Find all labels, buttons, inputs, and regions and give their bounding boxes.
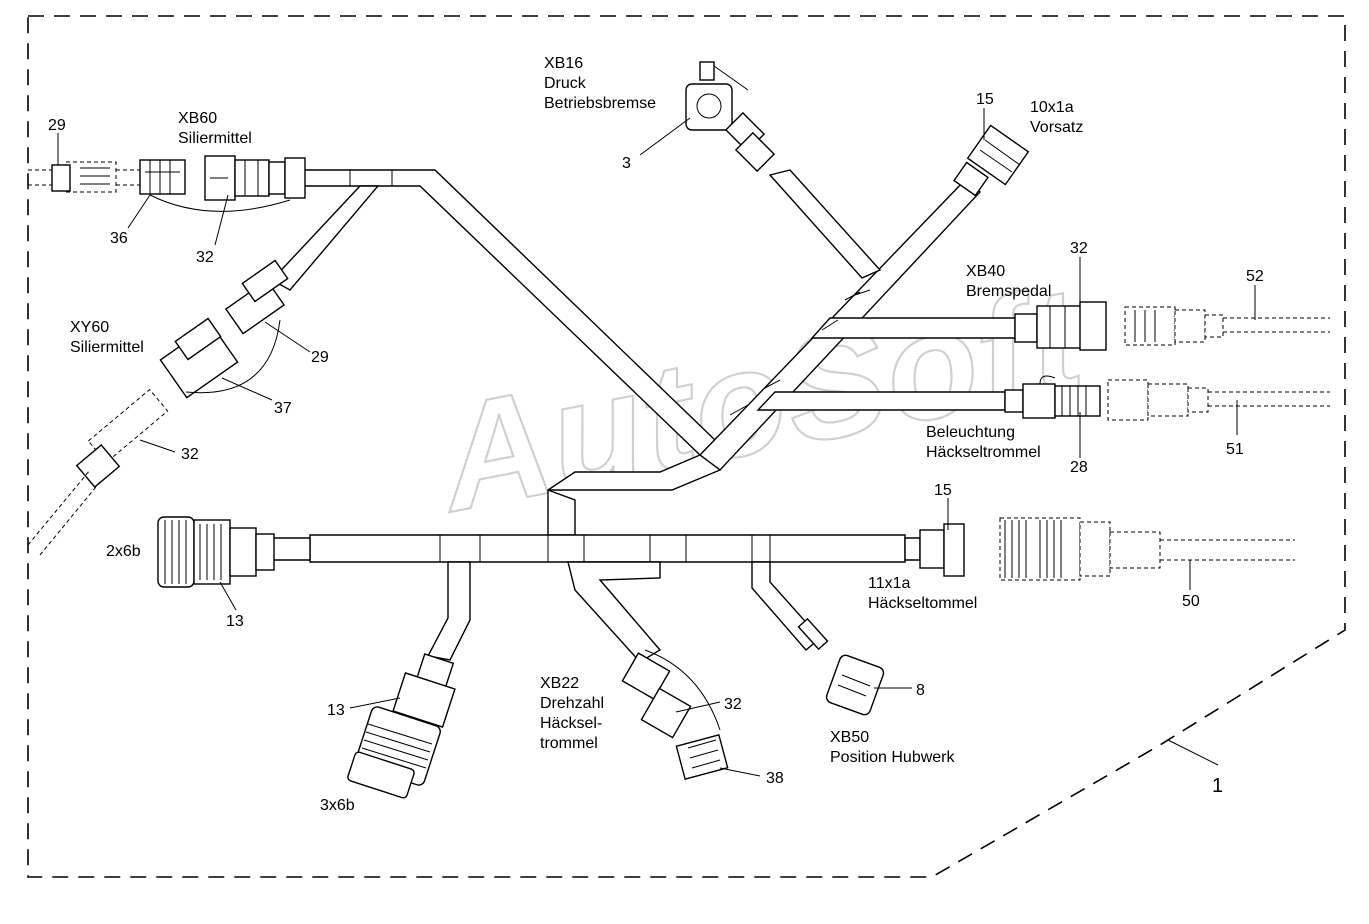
- label-xy60-line2: Siliermittel: [70, 339, 144, 356]
- connector-xb60-mate: [28, 159, 186, 195]
- label-xb22-line1: XB22: [540, 675, 579, 692]
- label-11x1a-line2: Häckseltommel: [868, 595, 977, 612]
- connector-xy60: [27, 259, 289, 556]
- callout-15b: 15: [934, 482, 952, 499]
- label-beleuchtung-line1: Beleuchtung: [926, 424, 1015, 441]
- label-xb50-line1: XB50: [830, 729, 869, 746]
- harness-trunk: [270, 169, 1016, 663]
- connector-xb60: [149, 155, 306, 212]
- label-xb16-line3: Betriebsbremse: [544, 95, 656, 112]
- label-xb60-line2: Siliermittel: [178, 130, 252, 147]
- callout-38: 38: [766, 770, 784, 787]
- connector-11x1a: [919, 517, 1295, 581]
- label-beleuchtung-line2: Häckseltrommel: [926, 444, 1041, 461]
- connector-10x1a: [953, 124, 1030, 197]
- callout-13b: 13: [327, 702, 345, 719]
- callout-29a: 29: [48, 117, 66, 134]
- callout-32a: 32: [196, 249, 214, 266]
- connector-xb16: [685, 61, 776, 173]
- leader-lines: [57, 108, 1256, 777]
- connector-2x6b: [157, 516, 275, 588]
- label-xb22-line4: trommel: [540, 735, 598, 752]
- label-11x1a-line1: 11x1a: [868, 575, 911, 592]
- connector-beleuchtung: [1004, 375, 1330, 421]
- callout-3: 3: [622, 155, 631, 172]
- callout-37: 37: [274, 400, 292, 417]
- connector-xb50: [797, 617, 885, 716]
- label-10x1a-line2: Vorsatz: [1030, 119, 1083, 136]
- label-xb50-line2: Position Hubwerk: [830, 749, 956, 766]
- callout-32c: 32: [181, 446, 199, 463]
- callout-8: 8: [916, 682, 925, 699]
- callout-51: 51: [1226, 441, 1244, 458]
- label-xb40-line1: XB40: [966, 263, 1005, 280]
- callout-29b: 29: [311, 349, 329, 366]
- connector-labels: XB16 Druck Betriebsbremse XB60 Siliermit…: [70, 55, 1083, 814]
- callout-assembly: 1: [1212, 775, 1223, 797]
- callout-50: 50: [1182, 593, 1200, 610]
- label-xb22-line2: Drehzahl: [540, 695, 604, 712]
- connector-xb40: [1014, 301, 1330, 351]
- callout-28: 28: [1070, 459, 1088, 476]
- callout-36: 36: [110, 230, 128, 247]
- connector-xb22: [621, 649, 729, 780]
- label-xb40-line2: Bremspedal: [966, 283, 1051, 300]
- label-xb16-line2: Druck: [544, 75, 587, 92]
- callout-13a: 13: [226, 613, 244, 630]
- label-10x1a-line1: 10x1a: [1030, 99, 1074, 116]
- label-xb22-line3: Häcksel-: [540, 715, 602, 732]
- callout-32d: 32: [724, 696, 742, 713]
- connector-3x6b: [347, 653, 456, 799]
- callout-32b: 32: [1070, 240, 1088, 257]
- label-xb60-line1: XB60: [178, 110, 217, 127]
- label-xy60-line1: XY60: [70, 319, 109, 336]
- callout-52: 52: [1246, 268, 1264, 285]
- label-xb16-line1: XB16: [544, 55, 583, 72]
- assembly-frame: [27, 15, 1346, 878]
- label-3x6b: 3x6b: [320, 797, 355, 814]
- callout-15a: 15: [976, 91, 994, 108]
- callout-numbers: 29 36 32 3 15 32 52 29 37 32 28 51 15 50…: [48, 91, 1264, 797]
- label-2x6b: 2x6b: [106, 543, 141, 560]
